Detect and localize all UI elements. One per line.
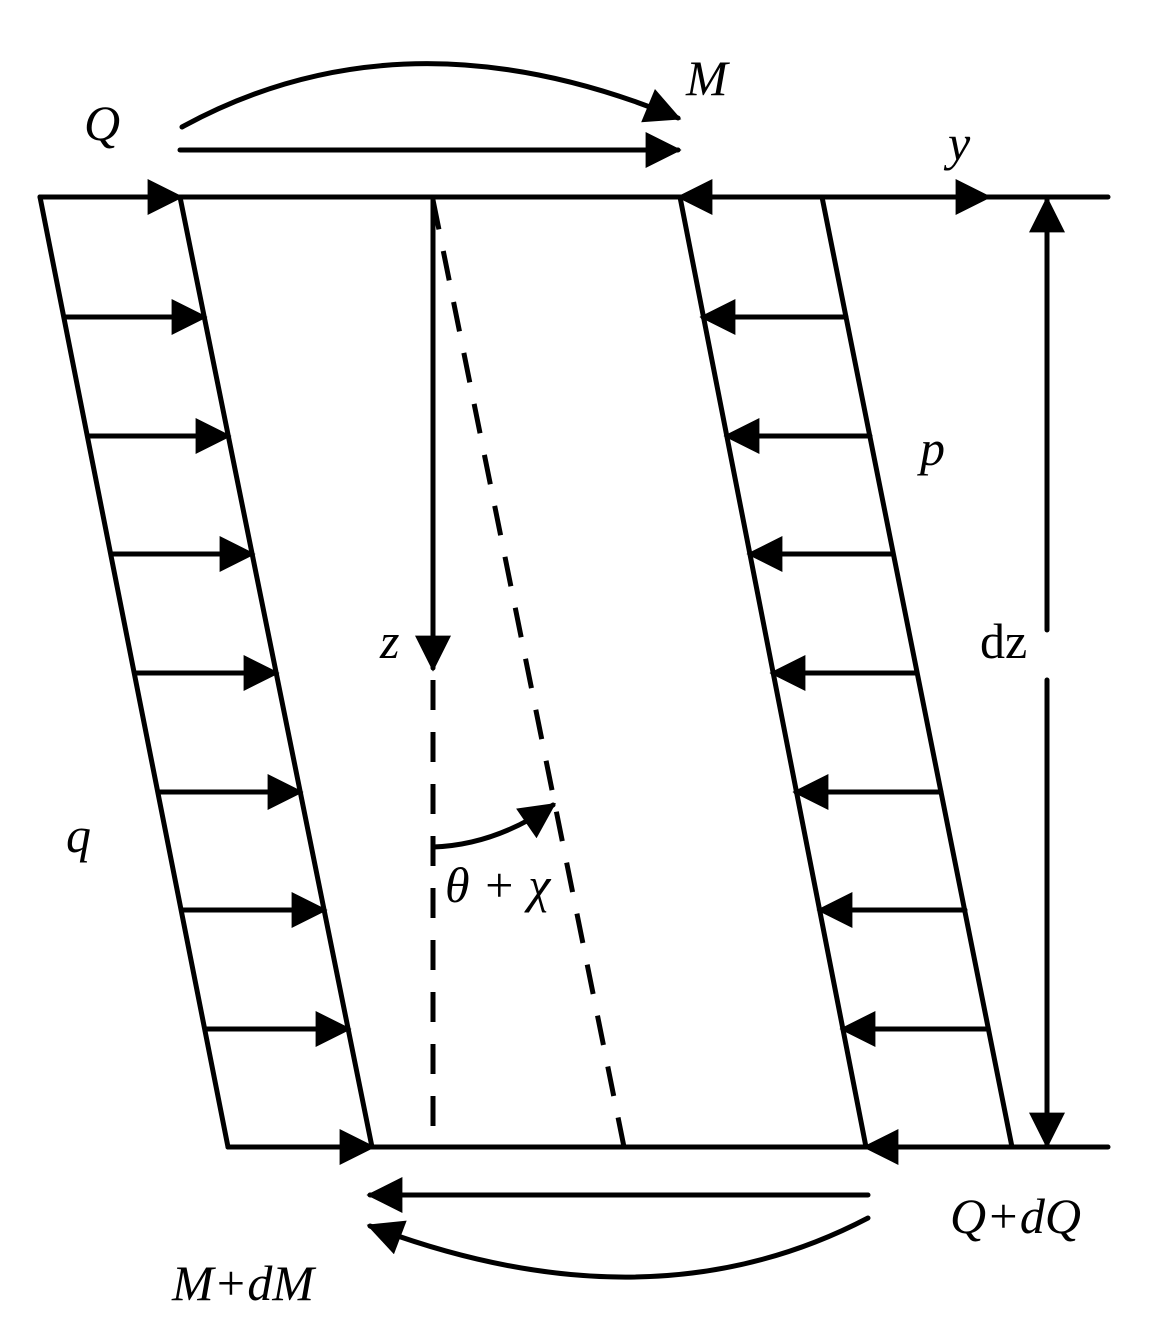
label-z: z	[379, 613, 399, 669]
label-M-dM: M+dM	[171, 1255, 316, 1311]
label-dz: dz	[980, 613, 1027, 669]
rotated-section-dashed-line	[430, 199, 627, 1148]
label-theta-chi: θ + χ	[445, 857, 552, 913]
label-p: p	[917, 420, 945, 476]
q-distributed-load-arrows	[61, 299, 352, 1047]
p-distributed-load-arrows	[699, 299, 991, 1047]
rotation-angle-arc	[430, 802, 556, 850]
label-q: q	[66, 807, 91, 863]
label-Q: Q	[84, 95, 120, 151]
label-M: M	[685, 50, 730, 106]
moment-M-dM-arrow	[366, 1215, 871, 1280]
label-y: y	[943, 115, 971, 171]
moment-M-arrow	[179, 61, 682, 130]
label-Q-dQ: Q+dQ	[950, 1188, 1081, 1244]
